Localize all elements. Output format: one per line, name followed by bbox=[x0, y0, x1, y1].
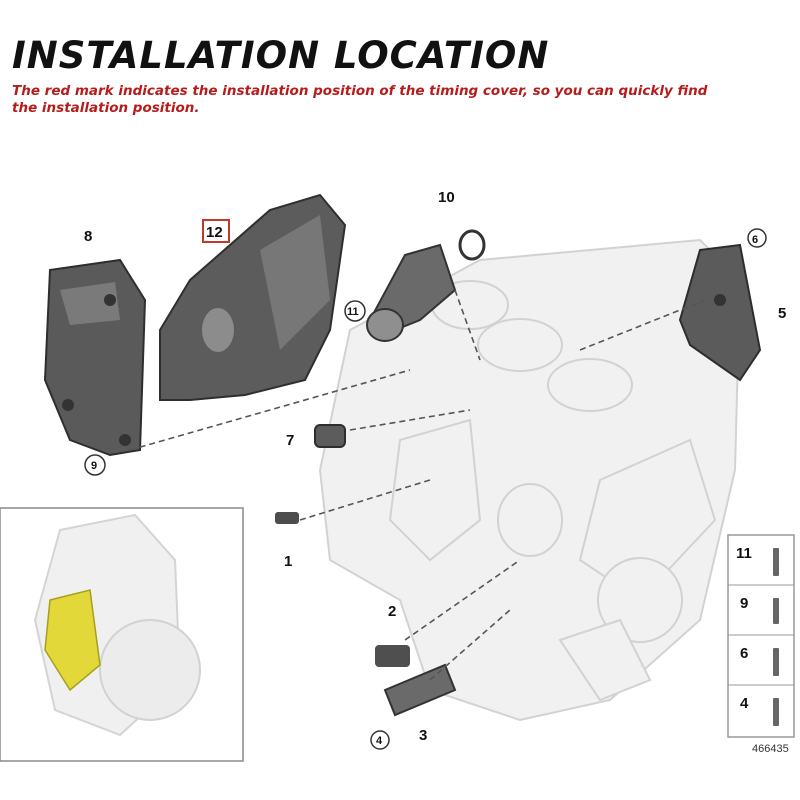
page-subtitle: The red mark indicates the installation … bbox=[12, 83, 708, 116]
timing-cover-part-12 bbox=[159, 193, 347, 401]
callout-1: 1 bbox=[284, 553, 292, 570]
coolant-pipe-part-10 bbox=[366, 229, 486, 342]
highlight-timing-cover bbox=[44, 589, 101, 692]
diagram-reference-number: 466435 bbox=[752, 743, 789, 755]
mount-part-5 bbox=[678, 243, 762, 382]
sensor-part-7 bbox=[314, 424, 346, 448]
callout-7: 7 bbox=[286, 432, 294, 449]
legend-label-6: 6 bbox=[740, 645, 748, 662]
engine-block bbox=[318, 238, 742, 722]
legend-label-11: 11 bbox=[736, 545, 752, 562]
callout-3: 3 bbox=[419, 727, 427, 744]
callout-5: 5 bbox=[778, 305, 786, 322]
callout-10: 10 bbox=[438, 189, 455, 206]
callout-4: 4 bbox=[376, 735, 383, 747]
callout-11: 11 bbox=[347, 306, 359, 318]
legend-label-9: 9 bbox=[740, 595, 748, 612]
sensor-part-2 bbox=[375, 645, 410, 667]
callout-12: 12 bbox=[206, 224, 223, 241]
sensor-part-3 bbox=[383, 663, 457, 717]
callout-9: 9 bbox=[91, 460, 97, 472]
callouts: 8 12 10 6 5 11 7 9 1 2 4 3 bbox=[84, 189, 786, 750]
bracket-part-8 bbox=[43, 258, 147, 457]
inset-view bbox=[0, 507, 244, 762]
callout-12-box bbox=[202, 219, 230, 243]
callout-2: 2 bbox=[388, 603, 396, 620]
bolt-legend: 11 9 6 4 bbox=[727, 534, 795, 738]
callout-6: 6 bbox=[752, 234, 758, 246]
callout-8: 8 bbox=[84, 228, 92, 245]
page-title: INSTALLATION LOCATION bbox=[12, 34, 550, 77]
leader-lines bbox=[129, 289, 706, 681]
legend-label-4: 4 bbox=[740, 695, 749, 712]
sensor-part-1 bbox=[275, 512, 299, 524]
